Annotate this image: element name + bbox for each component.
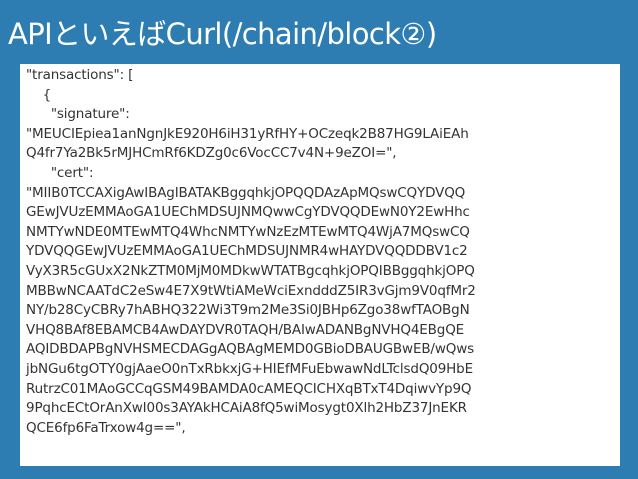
code-line: GEwJVUzEMMAoGA1UEChMDSUJNMQwwCgYDVQQDEwN… (26, 204, 470, 221)
code-line: "cert": (26, 164, 94, 181)
code-line: AQIDBDAPBgNVHSMECDAGgAQBAgMEMD0GBioDBAUG… (26, 341, 474, 358)
code-line: NMTYwNDE0MTEwMTQ4WhcNMTYwNzEzMTEwMTQ4WjA… (26, 223, 470, 240)
code-line: jbNGu6tgOTY0gjAaeO0nTxRbkxjG+HIEfMFuEbwa… (26, 360, 473, 377)
code-line: "MIIB0TCCAXigAwIBAgIBATAKBggqhkjOPQQDAzA… (26, 184, 466, 201)
code-line: YDVQQGEwJVUzEMMAoGA1UEChMDSUJNMR4wHAYDVQ… (26, 243, 468, 260)
code-line: MBBwNCAATdC2eSw4E7X9tWtiAMeWciExndddZ5IR… (26, 282, 476, 299)
code-line: RutrzC01MAoGCCqGSM49BAMDA0cAMEQCICHXqBTx… (26, 380, 472, 397)
code-line: { (26, 86, 52, 103)
code-line: Q4fr7Ya2Bk5rMJHCmRf6KDZg0c6VocCC7v4N+9eZ… (26, 145, 397, 162)
code-line: QCE6fp6FaTrxow4g==", (26, 419, 186, 436)
slide-title: APIといえばCurl(/chain/block②) (8, 17, 437, 51)
code-line: NY/b28CyCBRy7hABHQ322Wi3T9m2Me3Si0JBHp6Z… (26, 302, 470, 319)
code-lines: "transactions": [ { "signature": "MEUCIE… (20, 64, 620, 438)
code-line: 9PqhcECtOrAnXwI00s3AYAkHCAiA8fQ5wiMosygt… (26, 400, 467, 417)
code-line: "signature": (26, 106, 130, 123)
code-line: VHQ8BAf8EBAMCB4AwDAYDVR0TAQH/BAIwADANBgN… (26, 321, 465, 338)
code-line: "MEUCIEpiea1anNgnJkE920H6iH31yRfHY+OCzeq… (26, 125, 469, 142)
code-block: "transactions": [ { "signature": "MEUCIE… (20, 64, 620, 466)
code-line: "transactions": [ (26, 67, 134, 83)
code-line: VyX3R5cGUxX2NkZTM0MjM0MDkwWTATBgcqhkjOPQ… (26, 262, 475, 279)
